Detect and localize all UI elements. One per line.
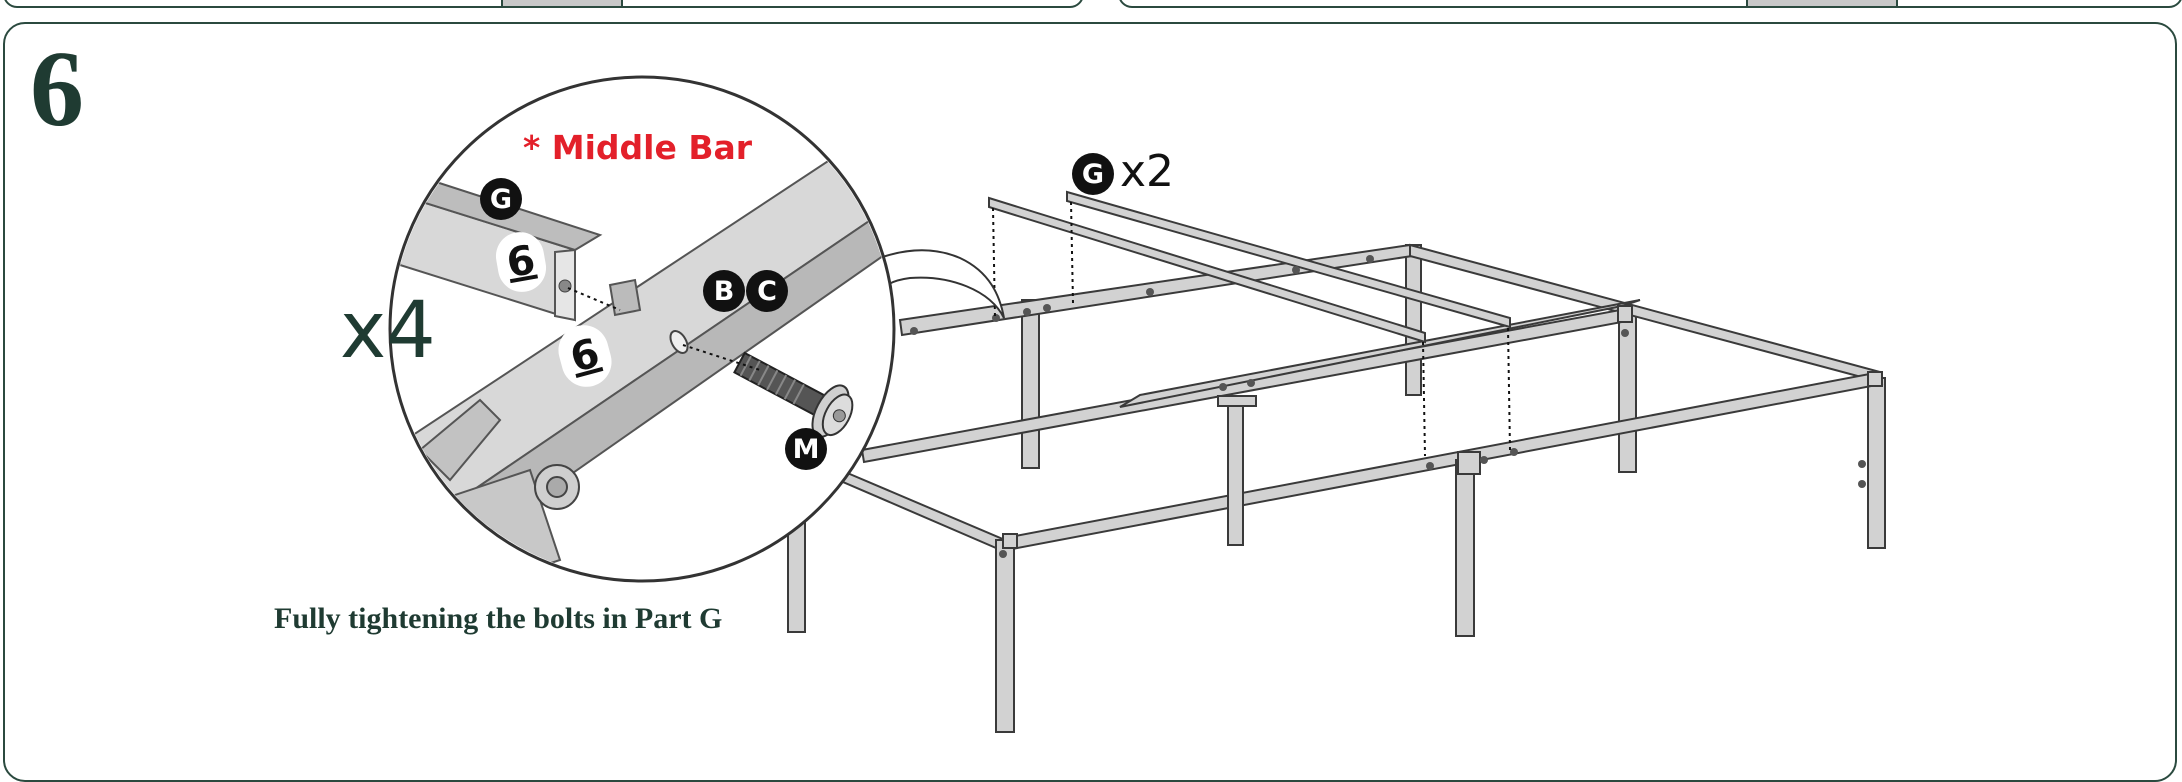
callout-tail: [873, 249, 1005, 319]
previous-step-tab-right: [1746, 0, 1898, 6]
part-badge-g-callout: G: [480, 178, 522, 220]
previous-step-tab-left: [501, 0, 623, 6]
part-mark-g-bar-number: 6: [503, 236, 539, 288]
zoom-detail-drawing: [392, 138, 892, 579]
part-badge-b: B: [703, 270, 745, 312]
frame-bolt-holes: [910, 255, 1866, 558]
assembly-illustration: [388, 75, 1886, 733]
part-badge-m: M: [785, 428, 827, 470]
part-mark-middle-bar-number: 6: [565, 330, 605, 382]
part-badge-c: C: [746, 270, 788, 312]
step-panel: [3, 22, 2177, 782]
quantity-label: x2: [1120, 146, 1175, 197]
part-badge-g-frame: G: [1072, 153, 1114, 195]
step-caption: Fully tightening the bolts in Part G: [274, 602, 723, 635]
callout-title: * Middle Bar: [523, 128, 753, 167]
step-number: 6: [30, 30, 84, 149]
multiplier-label: x4: [340, 286, 436, 376]
